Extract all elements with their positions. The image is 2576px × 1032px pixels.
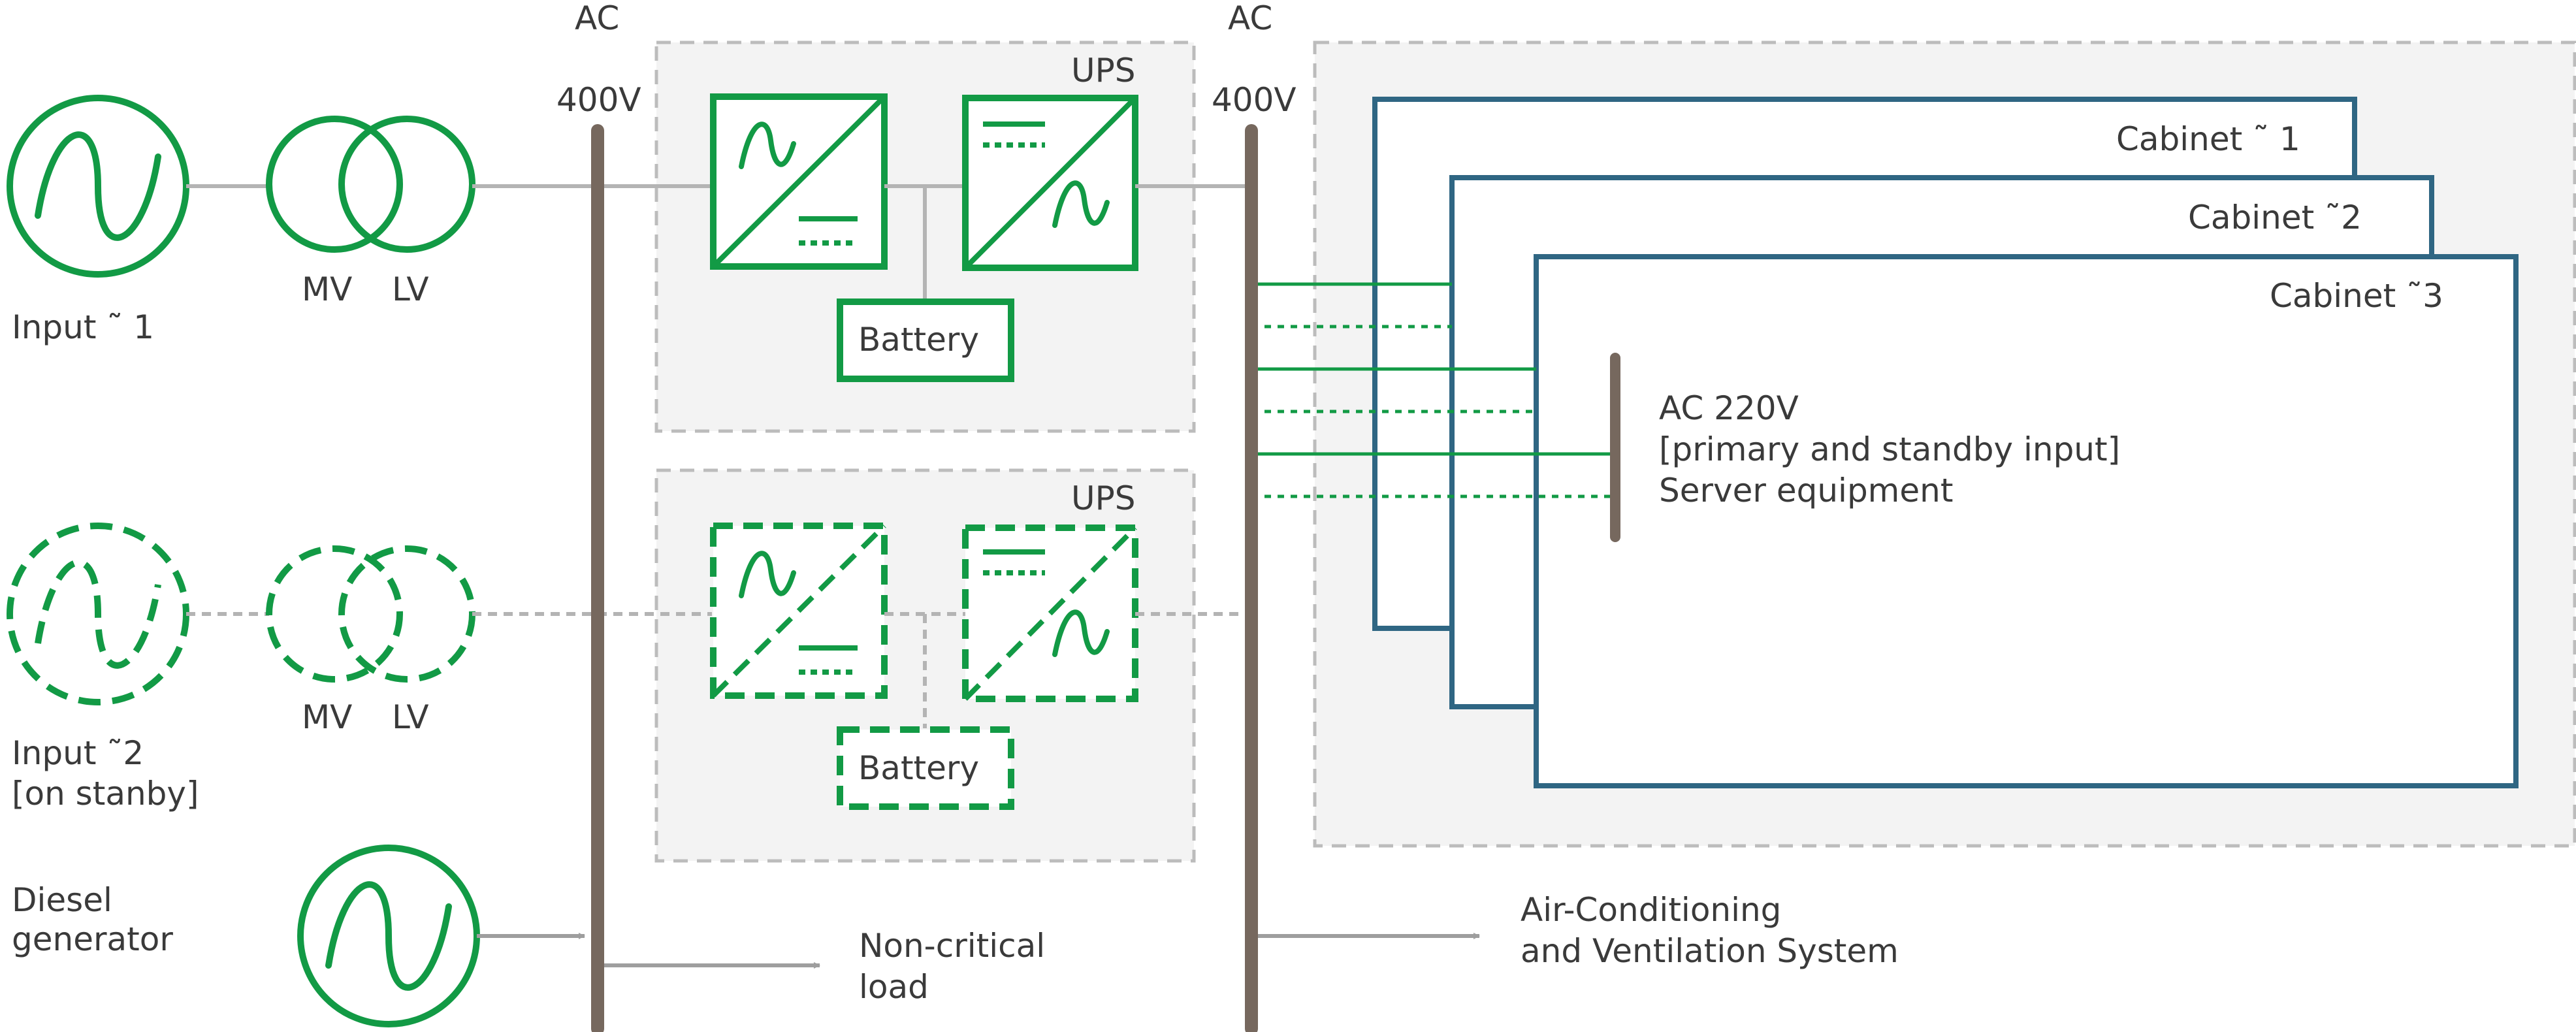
server-label-line1: AC 220V [1659,389,1799,427]
diesel-label-line1: Diesel [12,881,112,919]
server-label-line3: Server equipment [1659,472,1953,509]
ups-primary-inverter-icon [962,95,1138,271]
transformer2-icon [266,545,475,683]
diesel-label-line2: generator [12,920,173,958]
cabinet-3-frame [1534,254,2519,788]
ups-standby-battery-box [837,726,1014,810]
noncritical-load-label-line2: load [859,968,929,1006]
ups-primary-battery-box [837,298,1014,382]
ups-primary-rectifier-icon [710,93,888,270]
transformer2-lv-label: LV [392,698,429,736]
ups-primary-title: UPS [1071,52,1136,89]
input2-source-icon [7,523,189,705]
hvac-load-label-line2: and Ventilation System [1521,932,1899,970]
cabinet-1-label: Cabinet ˜ 1 [2116,120,2300,158]
transformer1-mv-label: MV [302,270,352,308]
input2-label-line1: Input ˜2 [12,734,144,772]
server-label-line2: [primary and standby input] [1659,430,2120,468]
transformer1-icon [266,116,475,253]
cabinet-2-label: Cabinet ˜2 [2188,199,2362,236]
transformer2-mv-label: MV [302,698,352,736]
input1-label: Input ˜ 1 [12,308,154,346]
cabinet-3-label: Cabinet ˜3 [2270,277,2443,315]
ups-standby-rectifier-icon [710,523,888,699]
ups-standby-title: UPS [1071,479,1136,517]
noncritical-load-label-line1: Non-critical [859,927,1045,965]
bus-right-voltage-label: 400V [1212,81,1296,119]
input1-source-icon [7,95,189,278]
hvac-load-label-line1: Air-Conditioning [1521,891,1781,929]
ups-standby-battery-label: Battery [858,749,979,787]
bus-right-ac-label: AC [1228,0,1272,37]
bus-left-ac-label: AC [575,0,619,37]
ups-primary-battery-label: Battery [858,321,979,359]
ups-standby-inverter-icon [962,524,1138,702]
diesel-generator-icon [297,845,480,1027]
bus-left-voltage-label: 400V [556,81,641,119]
input2-label-line2: [on stanby] [12,775,199,813]
transformer1-lv-label: LV [392,270,429,308]
